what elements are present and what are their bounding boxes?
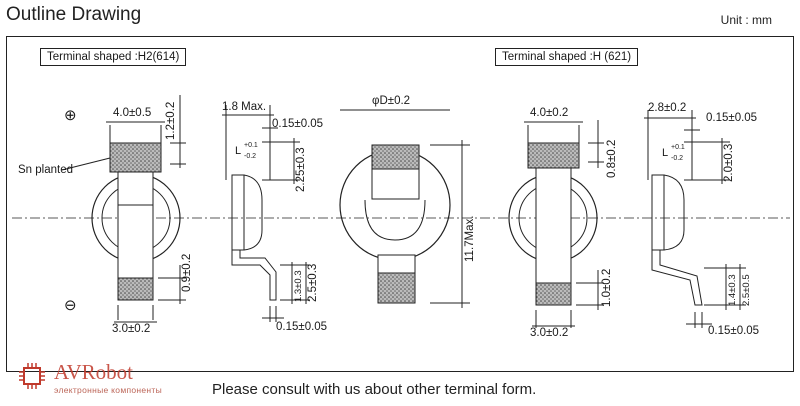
- dim-bottom-height-right: 1.0±0.2: [601, 268, 613, 307]
- left-side-view: [222, 105, 310, 322]
- negative-terminal-icon: ⊖: [64, 297, 77, 314]
- tolerance-lower-left: -0.2: [244, 153, 257, 160]
- tolerance-lower-right: -0.2: [671, 155, 684, 162]
- footer-note: Please consult with us about other termi…: [212, 381, 537, 398]
- right-side-view: [644, 110, 746, 328]
- left-terminal-label: Terminal shaped :H2(614): [40, 48, 187, 66]
- tolerance-upper-right: +0.1: [671, 144, 685, 151]
- right-terminal-label: Terminal shaped :H (621): [495, 48, 639, 66]
- page-title: Outline Drawing: [6, 4, 142, 25]
- brand-watermark: AVRobot: [54, 360, 133, 384]
- dim-tab-thickness-bottom-right: 0.15±0.05: [708, 325, 760, 337]
- center-view: [339, 109, 470, 308]
- dim-tab-height-left: 2.25±0.3: [295, 147, 307, 192]
- dim-foot-total-left: 2.5±0.3: [307, 263, 319, 302]
- dim-foot-height-left: 1.3±0.3: [293, 270, 304, 302]
- dim-max-thickness-right: 2.8±0.2: [648, 102, 687, 114]
- dim-tab-thickness-top-left: 0.15±0.05: [272, 118, 324, 130]
- dim-width-bottom-left: 3.0±0.2: [112, 323, 151, 335]
- right-front-view: [508, 120, 604, 328]
- dim-top-height-right: 0.8±0.2: [606, 139, 618, 178]
- tolerance-l-right: L: [662, 147, 669, 159]
- dim-max-thickness-left: 1.8 Max.: [222, 101, 267, 113]
- unit-label: Unit : mm: [720, 13, 772, 27]
- tolerance-upper-left: +0.1: [244, 142, 258, 149]
- dim-tab-height-right: 2.0±0.3: [723, 143, 735, 182]
- dim-width-bottom-right: 3.0±0.2: [530, 327, 569, 339]
- dim-foot-height-right: 1.4±0.3: [727, 274, 738, 306]
- dim-top-height-left: 1.2±0.2: [165, 101, 177, 140]
- drawing-frame: [6, 36, 794, 372]
- dim-width-top-left: 4.0±0.5: [113, 107, 152, 119]
- left-front-view: [61, 95, 186, 323]
- dim-diameter: φD±0.2: [372, 95, 411, 107]
- sn-planted-callout: Sn planted: [18, 164, 73, 176]
- dim-width-top-right: 4.0±0.2: [530, 107, 569, 119]
- positive-terminal-icon: ⊕: [64, 107, 77, 124]
- dim-tab-thickness-bottom-left: 0.15±0.05: [276, 321, 328, 333]
- dim-tab-thickness-top-right: 0.15±0.05: [706, 112, 758, 124]
- dim-overall-height: 11.7Max.: [464, 215, 476, 262]
- dim-bottom-height-left: 0.9±0.2: [181, 253, 193, 292]
- dim-foot-total-right: 2.5±0.5: [741, 274, 752, 306]
- avrobot-logo-icon: [19, 363, 45, 389]
- brand-subtitle: электронные компоненты: [54, 385, 163, 395]
- tolerance-l-left: L: [235, 145, 242, 157]
